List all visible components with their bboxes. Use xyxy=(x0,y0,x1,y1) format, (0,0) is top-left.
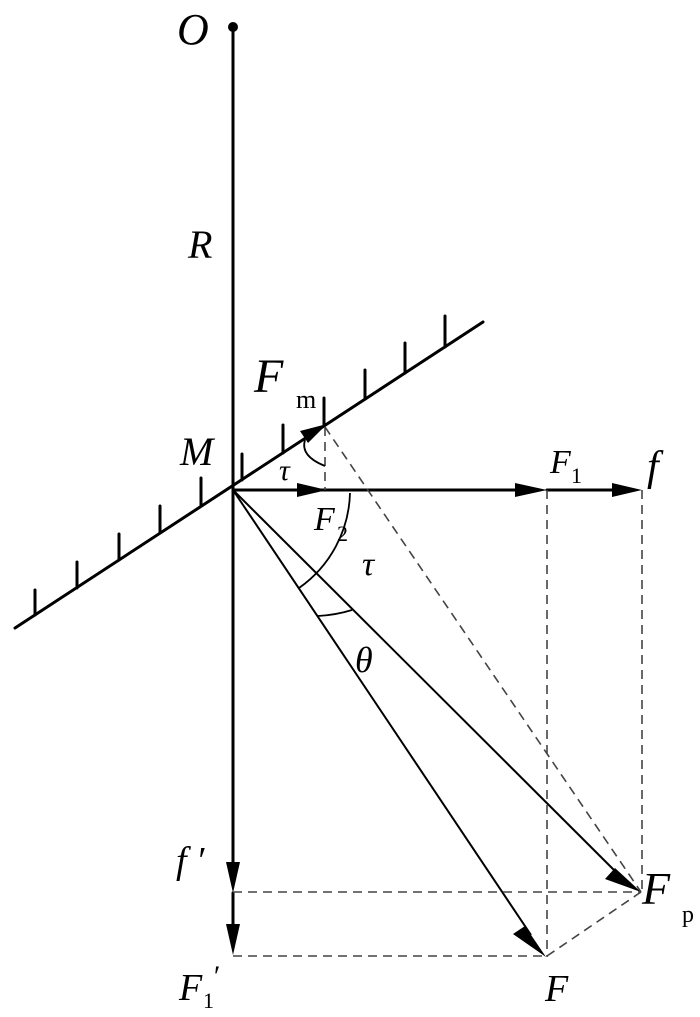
label-f1-subscript: 1 xyxy=(571,463,582,488)
label-f1: F xyxy=(549,444,572,481)
label-f1-prime: F xyxy=(178,967,203,1009)
label-tau-mid: τ xyxy=(362,546,376,583)
label-fp: F xyxy=(641,863,671,914)
label-f-resultant: F xyxy=(544,968,569,1010)
construction-lines xyxy=(233,426,643,957)
fp-arrowhead xyxy=(605,868,641,892)
label-f2-subscript: 2 xyxy=(337,521,348,546)
incline-surface xyxy=(13,320,485,630)
f-vector xyxy=(232,489,532,936)
label-fp-subscript: p xyxy=(682,902,694,928)
f1-prime-arrowhead xyxy=(226,924,240,955)
theta-angle-arc xyxy=(317,609,353,617)
surface-hatching xyxy=(33,314,447,617)
f2-arrowhead xyxy=(297,483,327,497)
label-theta: θ xyxy=(355,640,373,680)
label-f2: F xyxy=(313,501,336,538)
point-o xyxy=(228,22,238,32)
label-f-prime: f ′ xyxy=(176,840,205,882)
label-f1-prime-mark: ′ xyxy=(212,960,219,993)
tau-angle-arc-small xyxy=(303,439,326,467)
label-f1-prime-subscript: 1 xyxy=(203,988,214,1013)
label-m: M xyxy=(179,429,216,474)
label-o: O xyxy=(177,5,209,54)
f1-arrowhead xyxy=(515,483,547,497)
tau-angle-arc-large xyxy=(298,492,351,589)
label-fm: F xyxy=(253,350,284,403)
fp-vector xyxy=(232,489,623,879)
f-prime-arrowhead xyxy=(226,862,240,893)
label-f: f xyxy=(647,444,664,490)
fm-arrowhead xyxy=(300,424,327,443)
f-arrowhead xyxy=(612,483,642,497)
label-r: R xyxy=(187,222,212,267)
label-tau-top: τ xyxy=(279,454,291,487)
label-fm-subscript: m xyxy=(296,385,316,414)
f-vector-arrowhead xyxy=(513,926,546,957)
